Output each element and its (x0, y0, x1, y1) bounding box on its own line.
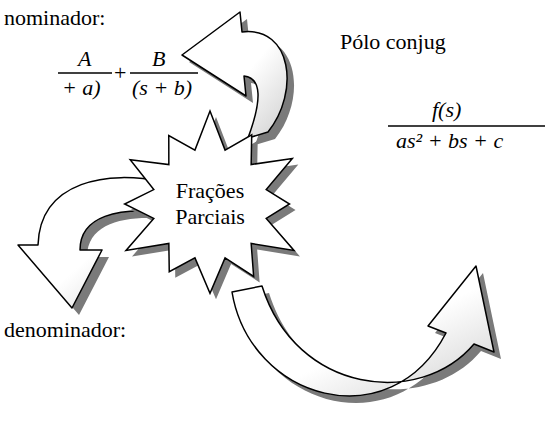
label-text: as² + bs + c (396, 129, 503, 153)
node-title: Frações Parciais (165, 178, 255, 231)
label-text: + (114, 61, 126, 85)
label-text: denominador: (4, 318, 126, 342)
label-text: f(s) (432, 98, 461, 122)
fraction-bars (58, 73, 545, 126)
label-text: A (78, 47, 91, 71)
label-text: B (152, 47, 165, 71)
curved-arrow (232, 266, 494, 396)
fraction-bar (58, 72, 112, 73)
fraction-bar (388, 125, 545, 126)
starburst-node: Frações Parciais (110, 108, 310, 300)
starburst-outline (125, 111, 294, 293)
label-text: + a) (62, 76, 101, 100)
label-text: nominador: (4, 6, 105, 30)
label-text: Pólo conjug (340, 30, 446, 54)
fraction-bar (130, 72, 198, 73)
curved-arrow (182, 12, 287, 138)
label-text: (s + b) (132, 76, 192, 100)
